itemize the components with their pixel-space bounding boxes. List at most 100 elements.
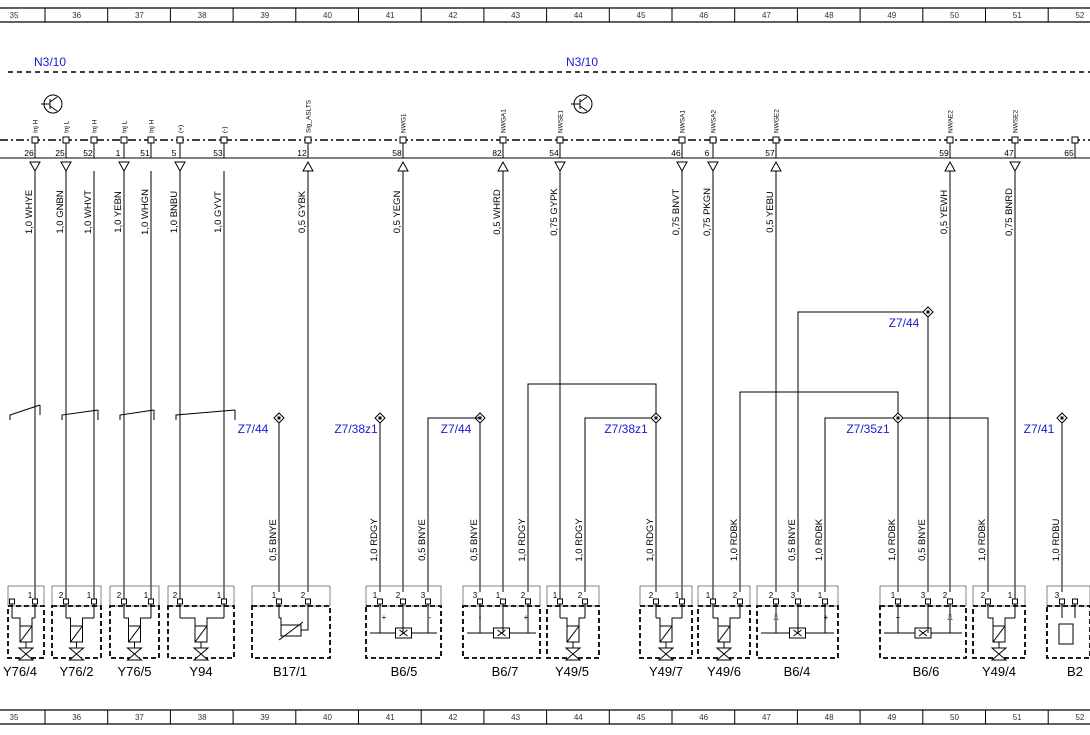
comp-internal	[124, 617, 129, 626]
pin-box	[946, 136, 954, 144]
comp-internal	[279, 617, 282, 630]
transistor-icon	[41, 94, 63, 114]
pin-label: (+)	[178, 125, 185, 133]
ruler-number: 50	[950, 11, 959, 20]
comp-pin	[947, 598, 953, 605]
wire-label: 0,75 BNVT	[671, 189, 682, 236]
wire-label: 0,5 BNYE	[268, 519, 279, 561]
pin-box	[220, 136, 228, 144]
comp-pin-number: 1	[675, 591, 680, 600]
wire-label: 1,0 WHVT	[83, 190, 94, 234]
comp-pin-number: 2	[173, 591, 178, 600]
component-label: Y49/7	[649, 664, 683, 679]
wire-label: 1,0 RDBK	[887, 518, 898, 561]
component-label: B6/4	[784, 664, 811, 679]
valve-triangle-bottom	[192, 653, 210, 661]
comp-pin-number: 2	[981, 591, 986, 600]
comp-pin	[9, 598, 15, 605]
pin-box	[678, 136, 686, 144]
splice-dot	[277, 416, 281, 420]
pin-number: 47	[1004, 148, 1014, 158]
ruler-number: 35	[10, 11, 19, 20]
coil-diagonal	[992, 625, 1006, 643]
pin-arrow-up	[302, 160, 314, 172]
valve-triangle-top	[126, 647, 143, 655]
ruler-number: 44	[574, 713, 583, 722]
comp-pin	[121, 598, 127, 605]
ruler-number: 52	[1075, 11, 1084, 20]
comp-pin	[1072, 598, 1078, 605]
wire-label: 1,0 RDBK	[729, 518, 740, 561]
ruler-number: 38	[198, 11, 207, 20]
comp-pin	[679, 598, 685, 605]
hall-x	[497, 629, 506, 637]
comp-pin-number: 1	[818, 591, 823, 600]
comp-internal	[31, 617, 35, 626]
valve-triangle-bottom	[68, 653, 85, 661]
pin-label: NWAE2	[948, 110, 955, 133]
connector-pin: Inj L25	[55, 120, 72, 173]
valve-triangle-top	[990, 647, 1008, 655]
ruler-number: 42	[448, 11, 457, 20]
comp-pin-number: 1	[373, 591, 378, 600]
polarity-mark: +	[824, 613, 829, 622]
comp-pin-number: 1	[553, 591, 558, 600]
pin-label: NWSE1	[558, 110, 565, 134]
comp-pin	[477, 598, 483, 605]
ruler-number: 39	[260, 713, 269, 722]
valve-triangle-bottom	[715, 653, 733, 661]
comp-pin-number: 1	[706, 591, 711, 600]
comp-pin	[557, 598, 563, 605]
valve-triangle-top	[715, 647, 733, 655]
comp-internal	[729, 617, 740, 626]
comp-pin-number: 2	[59, 591, 64, 600]
pin-number: 82	[492, 148, 502, 158]
component-label: Y76/5	[118, 664, 152, 679]
comp-pin-number: 2	[521, 591, 526, 600]
wire-label: 0,5 BNYE	[417, 519, 428, 561]
pin-number: 12	[297, 148, 307, 158]
comp-pin	[1059, 598, 1065, 605]
pin-label: NWSA1	[680, 110, 687, 134]
connector-pin: Inj H51	[140, 119, 156, 158]
splice-label: Z7/44	[441, 422, 472, 436]
connector-pin: 65	[1064, 136, 1079, 158]
wire-label: 0,5 YEWH	[939, 190, 950, 234]
pin-arrow-down	[29, 161, 41, 173]
connector-pin: (-)53	[213, 127, 229, 158]
pin-box	[304, 136, 312, 144]
coil-diagonal	[717, 625, 731, 643]
comp-internal	[82, 617, 94, 626]
ruler-number: 45	[637, 713, 646, 722]
comp-internal	[578, 617, 585, 626]
component-b2: 3B2	[1046, 585, 1090, 679]
wire-rdbk	[903, 417, 989, 592]
wire-bnye	[427, 417, 480, 592]
component-outline	[109, 605, 160, 659]
wire-label: 1,0 RDBK	[814, 518, 825, 561]
comp-pin	[63, 598, 69, 605]
comp-pin	[653, 598, 659, 605]
component-label: Y76/2	[60, 664, 94, 679]
pin-label: NWG1	[401, 113, 408, 133]
comp-pin	[177, 598, 183, 605]
comp-pin	[710, 598, 716, 605]
connector-pin: Inj L1	[116, 120, 130, 173]
pin-box	[556, 136, 564, 144]
comp-pin-number: 1	[272, 591, 277, 600]
component-label: B6/6	[913, 664, 940, 679]
comp-pin	[822, 598, 828, 605]
pin-number: 5	[172, 148, 177, 158]
pin-box	[90, 136, 98, 144]
ruler-number: 38	[198, 713, 207, 722]
